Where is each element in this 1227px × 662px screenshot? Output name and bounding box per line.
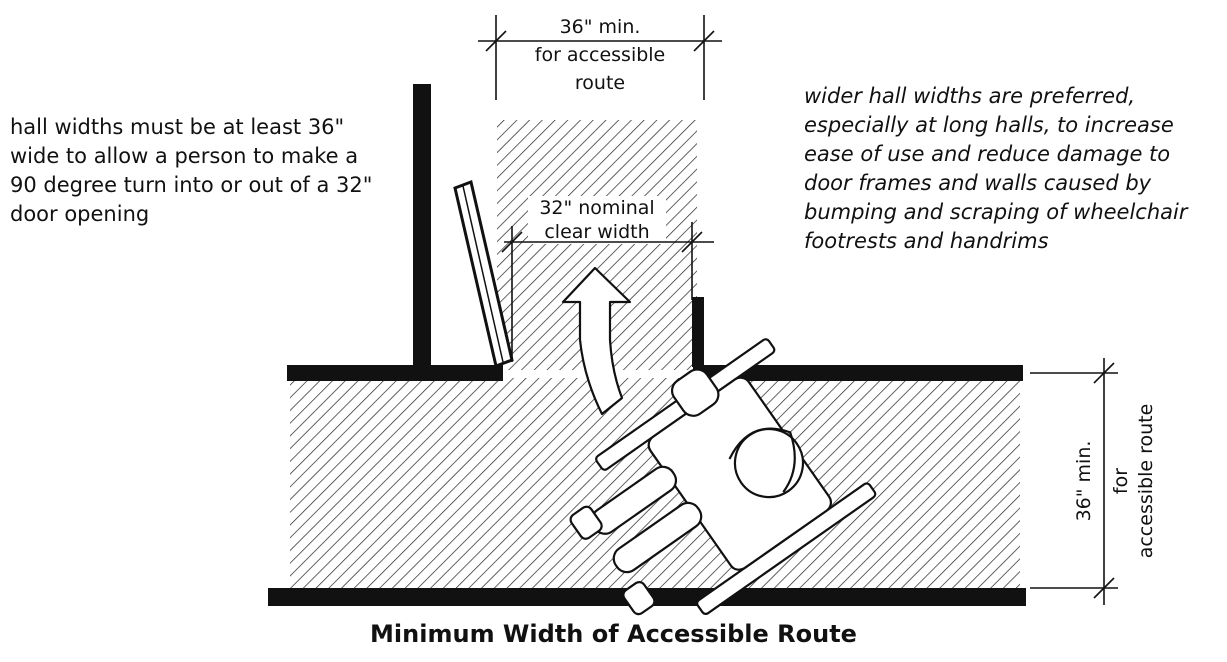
corridor-wall-top-left — [287, 365, 503, 381]
top-dimension-line2: for accessible — [535, 44, 666, 66]
top-dimension-lines — [478, 15, 722, 100]
door-jamb-right — [692, 297, 704, 367]
door-dimension-line2: clear width — [544, 221, 649, 243]
room-wall-left — [413, 84, 431, 367]
wheelchair-user-icon — [569, 338, 877, 616]
side-dimension-line1: 36" min. — [1073, 441, 1095, 522]
top-dimension-line3: route — [575, 72, 625, 94]
top-dimension-line1: 36" min. — [560, 16, 641, 38]
turn-arrow-icon — [561, 266, 632, 416]
door-dimension-lines — [501, 222, 714, 362]
door-dimension-line1: 32" nominal — [539, 197, 654, 219]
right-note: wider hall widths are preferred, especia… — [804, 84, 1188, 253]
left-note: hall widths must be at least 36" wide to… — [10, 115, 373, 226]
side-dimension-line3: accessible route — [1135, 404, 1157, 559]
door-dimension-label-bg — [528, 196, 666, 244]
side-dimension-line2: for — [1110, 468, 1132, 494]
corridor-wall-top-right — [693, 365, 1023, 381]
diagram-caption: Minimum Width of Accessible Route — [370, 620, 857, 648]
side-dimension-lines — [1030, 358, 1118, 605]
